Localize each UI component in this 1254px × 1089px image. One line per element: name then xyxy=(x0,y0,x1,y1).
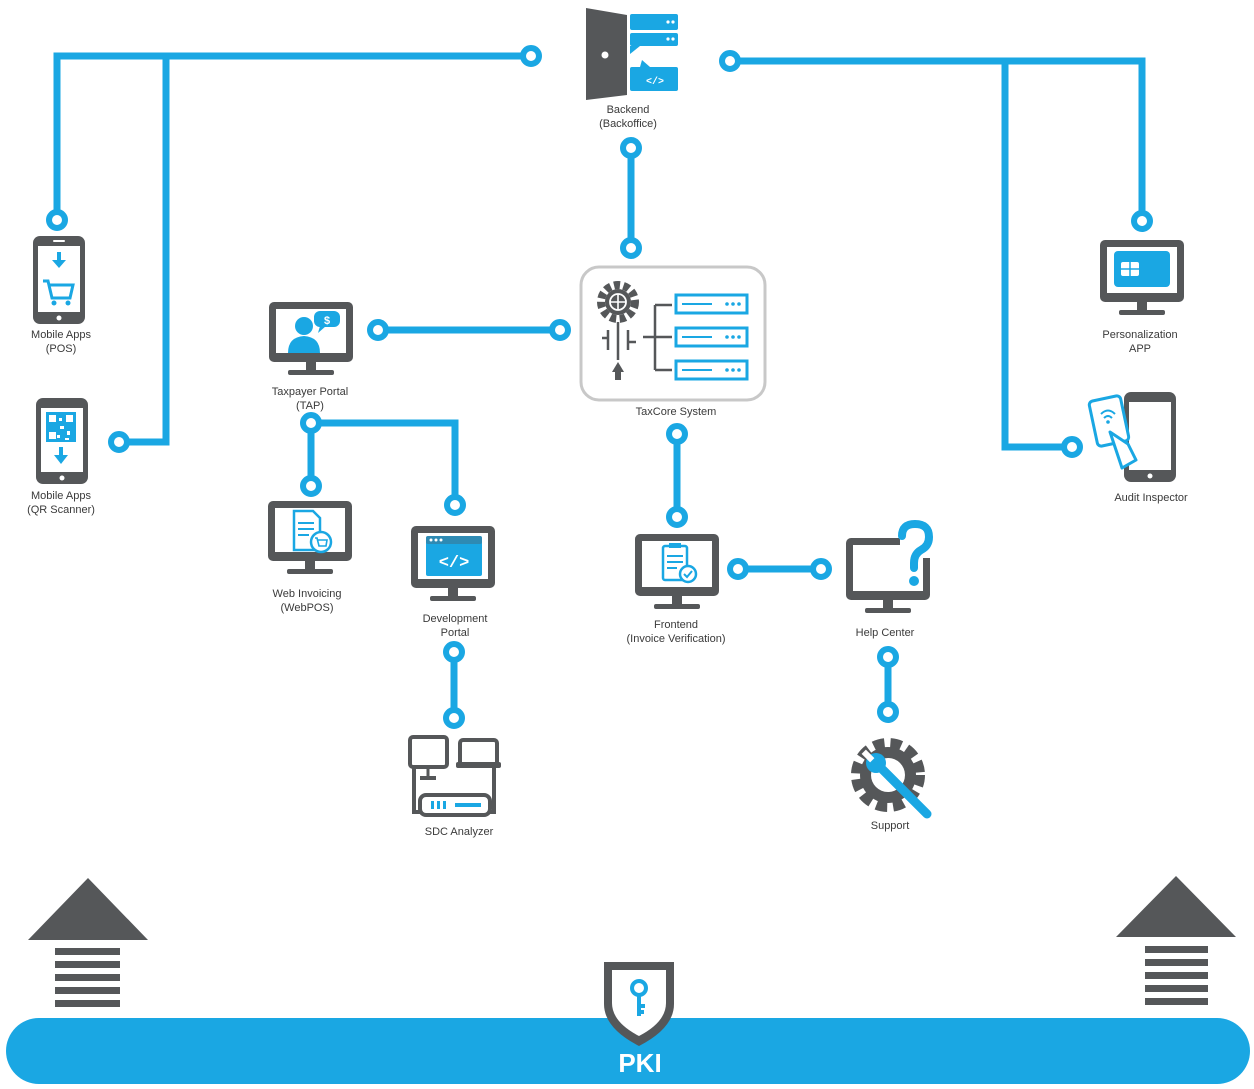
backend-label-line1: Backend xyxy=(606,104,650,116)
frontend-label-line2: (Invoice Verification) xyxy=(626,633,726,645)
taxcore-label: TaxCore System xyxy=(636,405,717,419)
help-label-line1: Help Center xyxy=(855,627,915,639)
web-invoicing-label: Web Invoicing (WebPOS) xyxy=(273,587,342,615)
personalization-label: Personalization APP xyxy=(1102,328,1177,356)
sdc-label: SDC Analyzer xyxy=(425,825,493,839)
mobile-pos-label: Mobile Apps (POS) xyxy=(31,328,91,356)
shield-key-icon xyxy=(604,962,674,1046)
gear-wrench-icon xyxy=(851,738,932,819)
mobile-pos-label-line1: Mobile Apps xyxy=(31,329,91,341)
support-label-line1: Support xyxy=(870,820,910,832)
frontend-label-line1: Frontend xyxy=(653,619,699,631)
backend-label: Backend (Backoffice) xyxy=(599,103,657,131)
audit-label: Audit Inspector xyxy=(1114,491,1187,505)
sdc-analyzer-icon xyxy=(408,735,501,817)
mobile-pos-label-line2: (POS) xyxy=(45,343,77,355)
smart-card-monitor-icon xyxy=(1100,240,1184,315)
server-door-icon: </> xyxy=(586,8,678,100)
mobile-qr-label-line1: Mobile Apps xyxy=(31,490,91,502)
dev-portal-label: Development Portal xyxy=(423,612,488,640)
web-invoicing-monitor-icon xyxy=(268,501,352,574)
invoice-verification-monitor-icon xyxy=(635,534,719,609)
connector-dots xyxy=(46,45,1153,729)
taxcore-label-line1: TaxCore System xyxy=(635,406,717,418)
connector-backend-right xyxy=(737,57,1146,451)
personalization-label-line2: APP xyxy=(1128,343,1151,355)
taxpayer-label-line2: (TAP) xyxy=(296,400,324,412)
web-invoicing-label-line2: (WebPOS) xyxy=(280,602,334,614)
personalization-label-line1: Personalization xyxy=(1102,329,1178,341)
code-monitor-icon: </> xyxy=(411,526,495,601)
connector-backend-mobile xyxy=(53,52,524,446)
sdc-label-line1: SDC Analyzer xyxy=(424,826,494,838)
connector-taxpayer-children xyxy=(307,419,459,498)
pki-label: PKI xyxy=(618,1048,662,1078)
backend-label-line2: (Backoffice) xyxy=(599,118,657,130)
connectors xyxy=(53,52,1146,711)
dev-portal-label-line1: Development xyxy=(422,613,488,625)
up-arrow-icon xyxy=(1116,876,1236,1005)
svg-text:</>: </> xyxy=(646,76,664,88)
taxpayer-label-line1: Taxpayer Portal xyxy=(271,386,349,398)
svg-text:</>: </> xyxy=(439,554,470,573)
up-arrow-icon xyxy=(28,878,148,1007)
frontend-label: Frontend (Invoice Verification) xyxy=(626,618,725,646)
svg-text:$: $ xyxy=(324,315,330,327)
audit-label-line1: Audit Inspector xyxy=(1114,492,1188,504)
nfc-phone-icon xyxy=(1087,392,1176,482)
taxpayer-label: Taxpayer Portal (TAP) xyxy=(272,385,348,413)
mobile-qr-label-line2: (QR Scanner) xyxy=(27,504,95,516)
mobile-cart-icon xyxy=(33,236,85,324)
dev-portal-label-line2: Portal xyxy=(440,627,470,639)
taxpayer-monitor-icon: $ xyxy=(269,302,353,375)
pki-bar xyxy=(6,1018,1250,1084)
support-label: Support xyxy=(871,819,910,833)
taxcore-system-icon xyxy=(597,281,749,381)
web-invoicing-label-line1: Web Invoicing xyxy=(272,588,342,600)
mobile-qr-icon xyxy=(36,398,88,484)
help-label: Help Center xyxy=(856,626,915,640)
help-monitor-icon xyxy=(846,519,934,613)
mobile-qr-label: Mobile Apps (QR Scanner) xyxy=(27,489,95,517)
